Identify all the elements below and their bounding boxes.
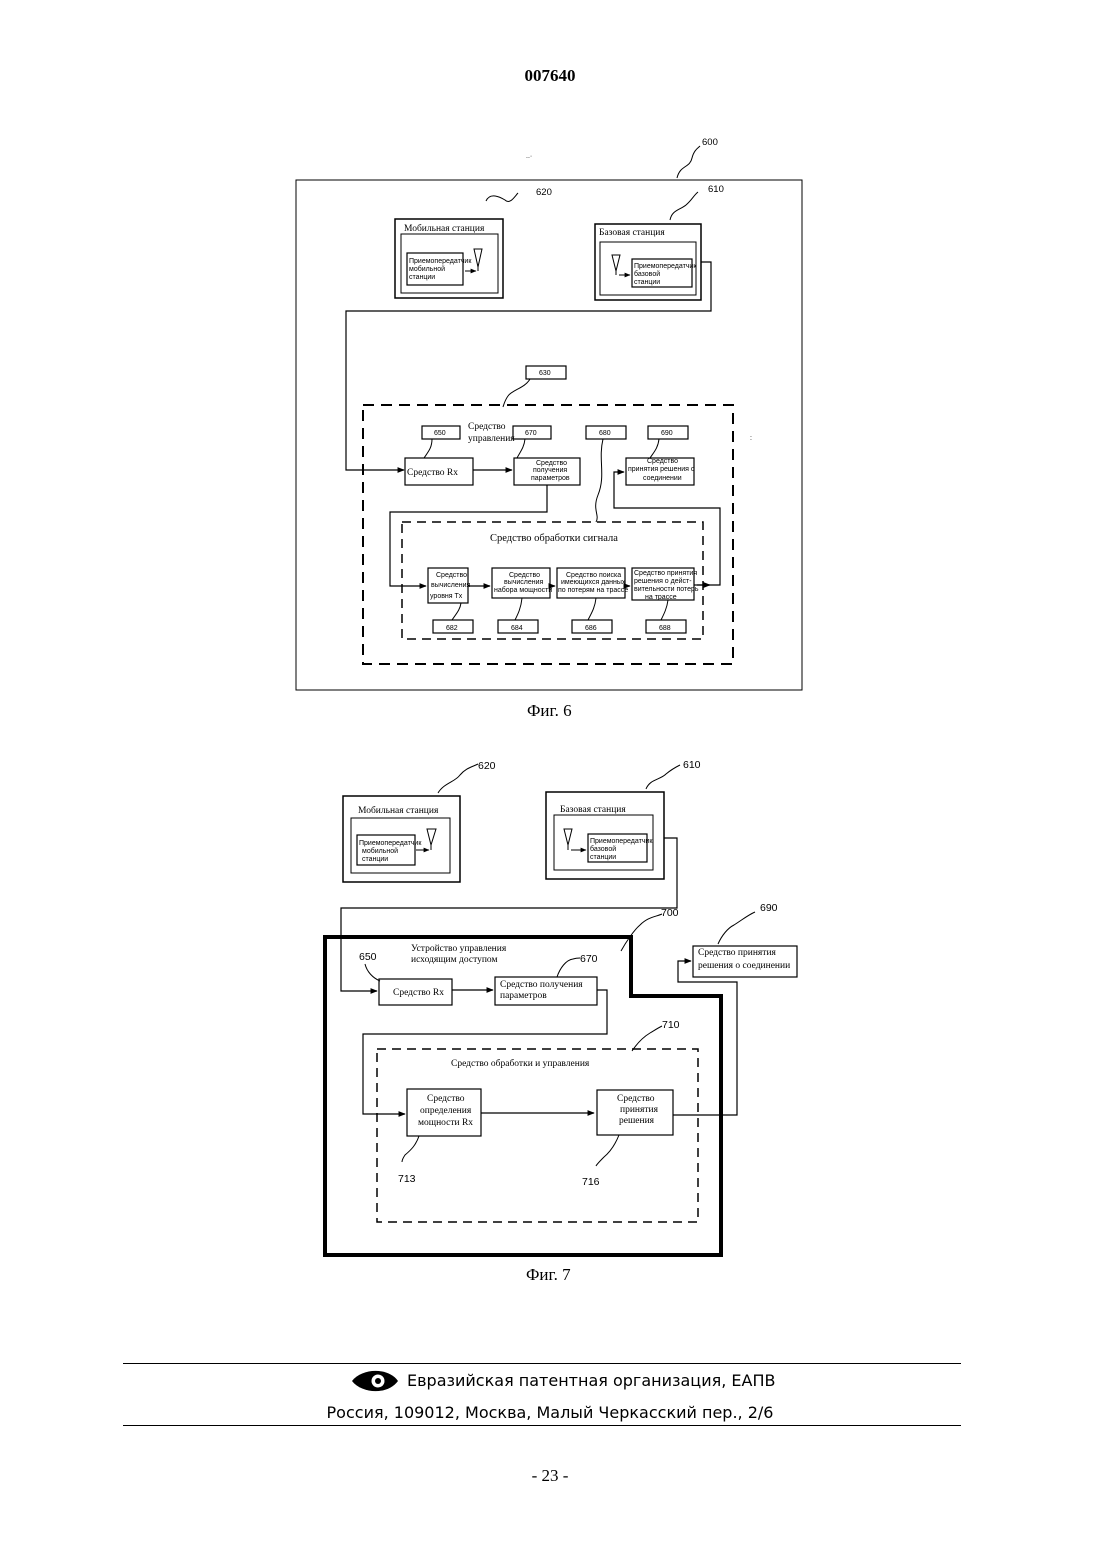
- footer-bottom-rule: [123, 1425, 961, 1426]
- base-transceiver-l2: базовой: [590, 845, 616, 853]
- param-label-l1: Средство: [536, 460, 567, 467]
- ref-686: 686: [585, 625, 597, 632]
- control-title-l2: управления: [468, 434, 515, 444]
- stray-mark: :: [750, 435, 752, 442]
- b682-l2: вычисления: [431, 582, 471, 589]
- ref-680: 680: [599, 430, 611, 437]
- signal-processing-title: Средство обработки сигнала: [490, 533, 618, 544]
- b684-l1: Средство: [509, 572, 540, 579]
- ref-630: 630: [539, 370, 551, 377]
- figure-6: 600 ..· Мобильная станция Приемопередатч…: [296, 137, 802, 690]
- link-decision-to-690: [673, 961, 737, 1115]
- decision-l3: решения: [619, 1116, 655, 1126]
- decision-conn-l3: соединении: [643, 475, 682, 482]
- b688-l4: на трассе: [645, 594, 677, 601]
- ref-610: 610: [708, 184, 724, 195]
- decision-conn-l2: решения о соединении: [698, 961, 790, 971]
- link-base-to-rx: [341, 838, 677, 991]
- b688-l2: решения о дейст-: [634, 577, 692, 585]
- b686-l2: имеющихся данных: [561, 579, 626, 586]
- page-number: - 23 -: [0, 1466, 1100, 1486]
- param-label-l2: параметров: [500, 991, 547, 1001]
- b686-l3: по потерям на трассе: [558, 587, 628, 594]
- access-control-l1: Устройство управления: [411, 943, 507, 954]
- system-600-frame: [296, 180, 802, 690]
- decision-conn-l1: Средство: [647, 458, 678, 465]
- mobile-station-title: Мобильная станция: [404, 223, 485, 234]
- antenna-icon: [612, 255, 620, 275]
- param-label-l3: параметров: [531, 475, 570, 482]
- mobile-station-620: Мобильная станция Приемопередатчик мобил…: [343, 760, 496, 882]
- param-label-l2: получения: [533, 467, 567, 474]
- ref-650: 650: [359, 951, 377, 963]
- b686-l1: Средство поиска: [566, 572, 621, 579]
- mobile-transceiver-l3: станции: [409, 274, 435, 281]
- mobile-transceiver-l2: мобильной: [409, 265, 445, 273]
- base-station-title: Базовая станция: [560, 805, 626, 815]
- ref-716: 716: [582, 1176, 600, 1188]
- ref-620: 620: [536, 187, 552, 198]
- b688-l1: Средство принятия: [634, 570, 697, 577]
- ref-690: 690: [661, 430, 673, 437]
- ref-690: 690: [760, 902, 778, 914]
- rx-means-label: Средство Rx: [407, 468, 458, 478]
- footer-org: Евразийская патентная организация, ЕАПВ: [407, 1371, 775, 1390]
- decision-l1: Средство: [617, 1094, 655, 1104]
- base-transceiver-l1: Приемопередатчик: [590, 838, 653, 845]
- ref-670: 670: [580, 953, 598, 965]
- base-station-title: Базовая станция: [599, 228, 665, 238]
- antenna-icon: [427, 829, 436, 850]
- link-params-to-rx-power: [363, 990, 607, 1114]
- b682-l3: уровня Tx: [430, 593, 463, 600]
- ref-620: 620: [478, 760, 496, 772]
- ref-713: 713: [398, 1173, 416, 1185]
- base-transceiver-l1: Приемопередатчик: [634, 263, 697, 270]
- stray-mark: ..·: [526, 153, 532, 160]
- b682-l1: Средство: [436, 572, 467, 579]
- base-transceiver-l3: станции: [590, 854, 616, 861]
- figure-6-caption: Фиг. 6: [527, 701, 572, 721]
- processing-title: Средство обработки и управления: [451, 1058, 590, 1069]
- ref-688: 688: [659, 625, 671, 632]
- rx-power-l2: определения: [420, 1106, 472, 1116]
- mobile-transceiver-l2: мобильной: [362, 847, 398, 855]
- ref-700: 700: [661, 907, 679, 919]
- footer-top-rule: [123, 1363, 961, 1364]
- footer-address: Россия, 109012, Москва, Малый Черкасский…: [0, 1403, 1100, 1422]
- ref-684: 684: [511, 625, 523, 632]
- leader-600: [677, 146, 700, 178]
- decision-conn-l2: принятия решения о: [628, 466, 695, 473]
- antenna-icon: [474, 249, 482, 271]
- base-station-610: Базовая станция Приемопередатчик базовой…: [595, 184, 724, 300]
- b684-l2: вычисления: [504, 579, 544, 586]
- figure-7: Мобильная станция Приемопередатчик мобил…: [325, 759, 797, 1255]
- b684-l3: набора мощности: [494, 586, 552, 594]
- rx-power-l1: Средство: [427, 1094, 465, 1104]
- figure-7-caption: Фиг. 7: [526, 1265, 571, 1285]
- base-transceiver-l2: базовой: [634, 270, 660, 278]
- eye-logo-icon: [352, 1371, 398, 1391]
- ref-682: 682: [446, 625, 458, 632]
- mobile-station-title: Мобильная станция: [358, 805, 439, 816]
- antenna-icon: [564, 829, 572, 850]
- ref-610: 610: [683, 759, 701, 771]
- control-title-l1: Средство: [468, 422, 506, 432]
- mobile-transceiver-l3: станции: [362, 856, 388, 863]
- ref-650: 650: [434, 430, 446, 437]
- b688-l3: вительности потерь: [634, 586, 699, 593]
- decision-l2: принятия: [620, 1105, 659, 1115]
- mobile-transceiver-l1: Приемопередатчик: [359, 840, 422, 847]
- mobile-station-620: Мобильная станция Приемопередатчик мобил…: [395, 187, 552, 298]
- param-label-l1: Средство получения: [500, 980, 583, 990]
- access-control-l2: исходящим доступом: [411, 955, 498, 965]
- ref-710: 710: [662, 1019, 680, 1031]
- base-transceiver-l3: станции: [634, 279, 660, 286]
- decision-conn-l1: Средство принятия: [698, 948, 777, 958]
- ref-670: 670: [525, 430, 537, 437]
- ref-600: 600: [702, 137, 718, 148]
- rx-means-label: Средство Rx: [393, 988, 444, 998]
- mobile-transceiver-l1: Приемопередатчик: [409, 258, 472, 265]
- rx-power-l3: мощности Rx: [418, 1118, 473, 1128]
